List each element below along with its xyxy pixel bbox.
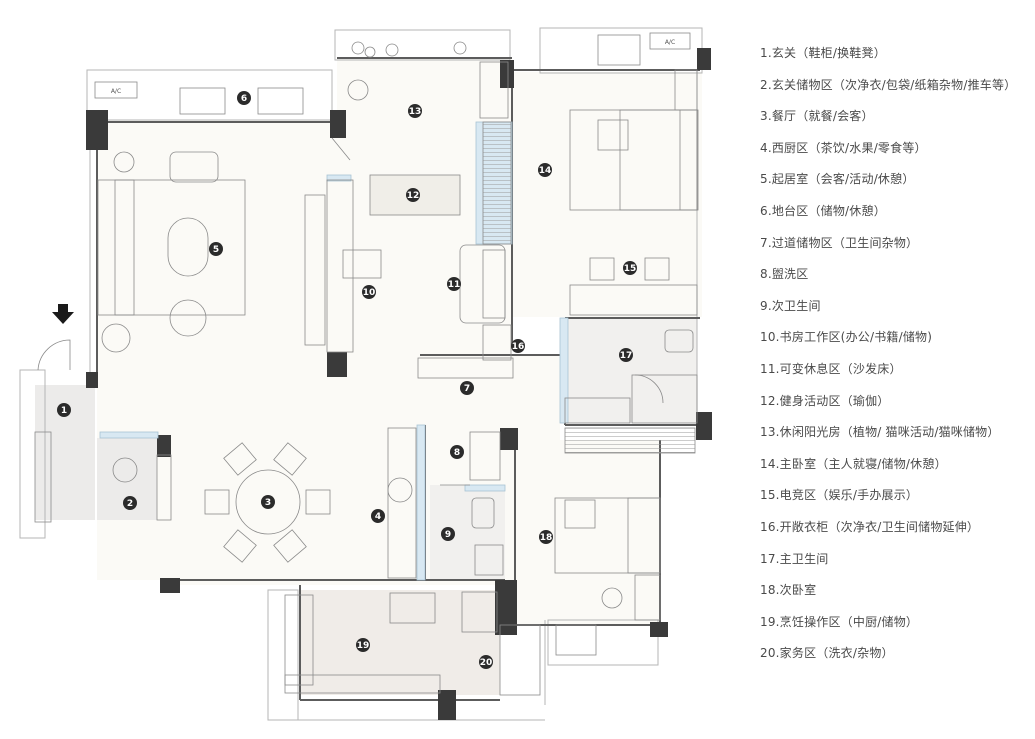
room-marker-4: 4 xyxy=(371,509,385,523)
room-marker-16: 16 xyxy=(511,339,525,353)
structural-columns xyxy=(86,48,712,720)
svg-text:10: 10 xyxy=(363,288,376,298)
svg-text:12: 12 xyxy=(407,191,420,201)
svg-text:15: 15 xyxy=(624,264,637,274)
svg-text:13: 13 xyxy=(409,107,422,117)
room-marker-19: 19 xyxy=(356,638,370,652)
svg-text:18: 18 xyxy=(540,533,553,543)
room-marker-3: 3 xyxy=(261,495,275,509)
svg-text:14: 14 xyxy=(539,166,552,176)
svg-text:7: 7 xyxy=(464,384,470,394)
svg-text:2: 2 xyxy=(127,499,133,509)
svg-text:5: 5 xyxy=(213,245,219,255)
svg-text:17: 17 xyxy=(620,351,633,361)
room-marker-5: 5 xyxy=(209,242,223,256)
legend-item: 17.主卫生间 xyxy=(760,551,829,566)
svg-text:11: 11 xyxy=(448,280,461,290)
ac-label: A/C xyxy=(111,88,121,95)
floor-areas xyxy=(35,58,702,695)
legend-item: 12.健身活动区（瑜伽） xyxy=(760,393,890,408)
svg-text:20: 20 xyxy=(480,658,493,668)
room-marker-2: 2 xyxy=(123,496,137,510)
legend-item: 11.可变休息区（沙发床） xyxy=(760,361,902,376)
room-marker-18: 18 xyxy=(539,530,553,544)
room-marker-8: 8 xyxy=(450,445,464,459)
room-marker-20: 20 xyxy=(479,655,493,669)
legend-item: 4.西厨区（茶饮/水果/零食等） xyxy=(760,140,927,155)
legend-item: 13.休闲阳光房（植物/ 猫咪活动/猫咪储物） xyxy=(760,425,1000,440)
svg-text:4: 4 xyxy=(375,512,381,522)
svg-text:9: 9 xyxy=(445,530,451,540)
room-marker-14: 14 xyxy=(538,163,552,177)
legend-item: 15.电竞区（娱乐/手办展示） xyxy=(760,488,919,503)
room-marker-1: 1 xyxy=(57,403,71,417)
svg-text:3: 3 xyxy=(265,498,271,508)
room-marker-12: 12 xyxy=(406,188,420,202)
legend-item: 16.开敞衣柜（次净衣/卫生间储物延伸） xyxy=(760,519,980,534)
room-marker-6: 6 xyxy=(237,91,251,105)
svg-text:1: 1 xyxy=(61,406,67,416)
legend-item: 6.地台区（储物/休憩） xyxy=(760,203,886,218)
room-marker-11: 11 xyxy=(447,277,461,291)
room-marker-15: 15 xyxy=(623,261,637,275)
legend-item: 2.玄关储物区（次净衣/包袋/纸箱杂物/推车等） xyxy=(760,77,1017,92)
room-marker-9: 9 xyxy=(441,527,455,541)
room-marker-10: 10 xyxy=(362,285,376,299)
svg-text:19: 19 xyxy=(357,641,370,651)
room-marker-13: 13 xyxy=(408,104,422,118)
legend-item: 3.餐厅（就餐/会客） xyxy=(760,109,874,124)
room-markers: 1 2 3 4 5 6 7 8 9 10 11 12 13 14 15 16 1… xyxy=(57,91,637,669)
ac-label: A/C xyxy=(665,39,675,46)
legend-item: 14.主卧室（主人就寝/储物/休憩） xyxy=(760,456,947,471)
svg-text:16: 16 xyxy=(512,342,525,352)
svg-text:8: 8 xyxy=(454,448,460,458)
legend-item: 19.烹饪操作区（中厨/储物） xyxy=(760,614,919,629)
legend-item: 10.书房工作区(办公/书籍/储物) xyxy=(760,330,933,345)
ac-units: A/C A/C xyxy=(94,32,691,99)
entrance-arrow-icon xyxy=(52,304,74,324)
legend-item: 5.起居室（会客/活动/休憩） xyxy=(760,172,915,187)
doors xyxy=(37,137,664,486)
svg-text:6: 6 xyxy=(241,94,247,104)
legend-item: 8.盥洗区 xyxy=(760,267,809,282)
furniture xyxy=(34,34,699,696)
legend-item: 20.家务区（洗衣/杂物） xyxy=(760,646,894,661)
legend-item: 9.次卫生间 xyxy=(760,298,821,313)
legend-item: 7.过道储物区（卫生间杂物） xyxy=(760,235,919,250)
room-marker-17: 17 xyxy=(619,348,633,362)
legend: 1.玄关（鞋柜/换鞋凳） 2.玄关储物区（次净衣/包袋/纸箱杂物/推车等） 3.… xyxy=(760,44,1030,676)
room-marker-7: 7 xyxy=(460,381,474,395)
legend-item: 1.玄关（鞋柜/换鞋凳） xyxy=(760,46,886,60)
legend-item: 18.次卧室 xyxy=(760,583,817,598)
